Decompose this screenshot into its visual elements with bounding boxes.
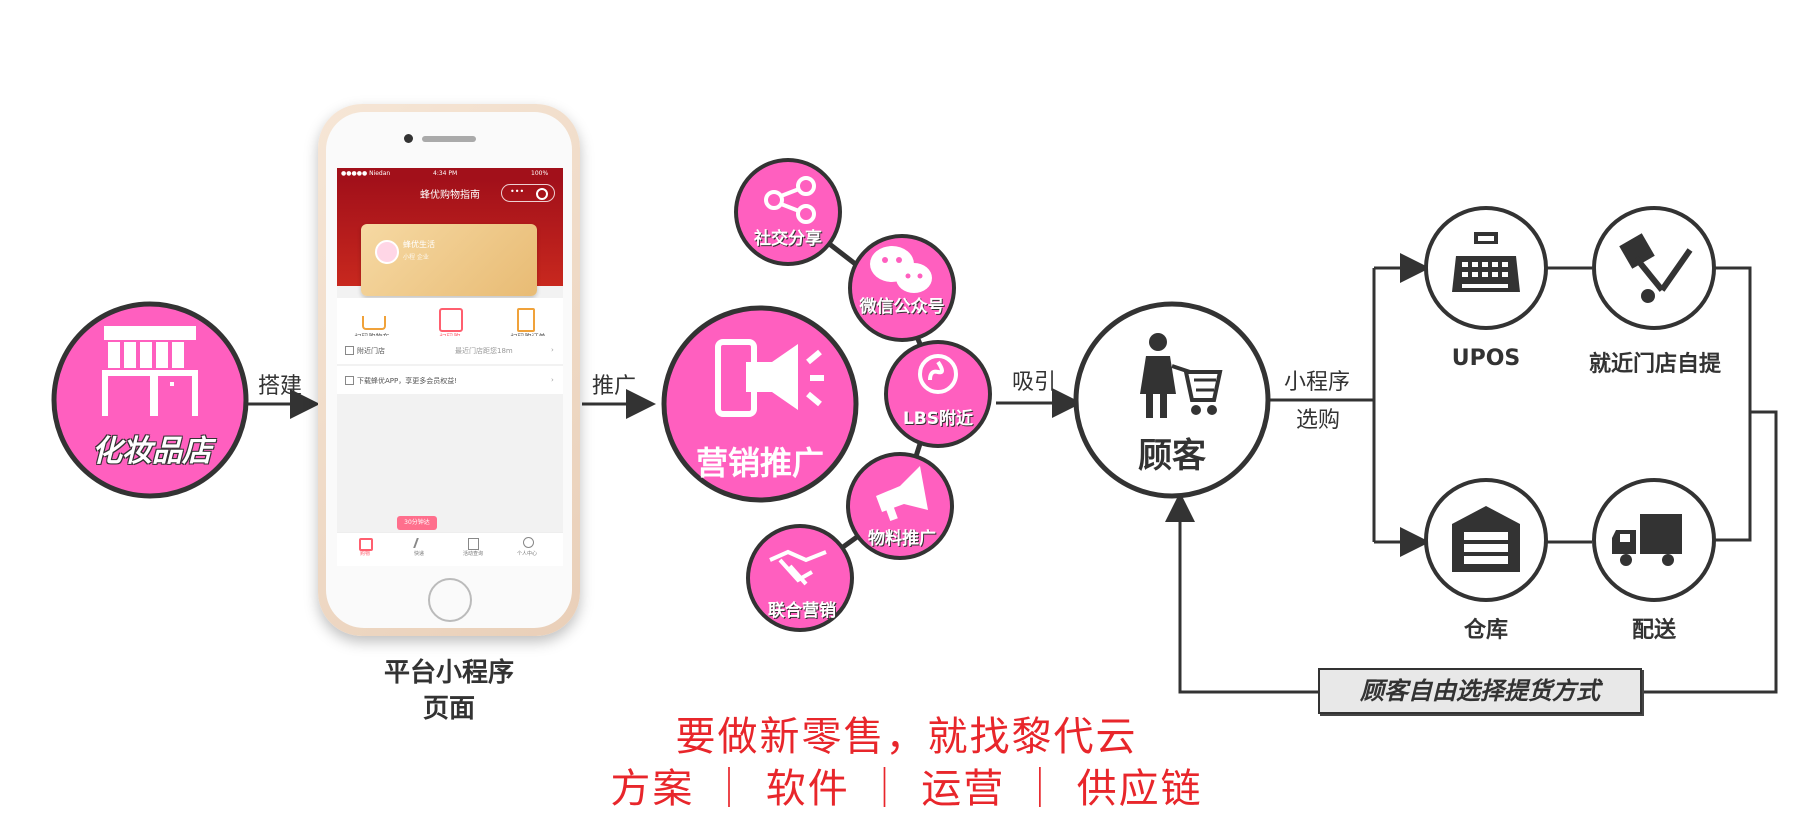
storefront-icon (102, 326, 198, 416)
phone-speaker (422, 136, 476, 142)
node-self-pickup (1592, 206, 1716, 330)
service-list: 方案 ｜ 软件 ｜ 运营 ｜ 供应链 (610, 766, 1203, 812)
cash-register-icon (1452, 232, 1520, 292)
pickup-method-note: 顾客自由选择提货方式 (1318, 668, 1642, 714)
chevron-right-icon: › (551, 376, 554, 384)
delivery-truck-icon (1612, 514, 1682, 566)
phone-caption-line1: 平台小程序 (383, 658, 514, 688)
channel-node-material (846, 452, 954, 560)
channel-label-wechat: 微信公众号 (859, 297, 945, 317)
self-pickup-label: 就近门店自提 (1588, 352, 1721, 377)
channel-label-material: 物料推广 (868, 529, 936, 549)
customer-node (1073, 301, 1271, 499)
edge-label-promote: 推广 (592, 374, 637, 399)
share-icon (764, 176, 816, 224)
cart-icon (362, 316, 386, 330)
phone-caption-line2: 页面 (422, 694, 475, 724)
nearby-store-distance: 最近门店距您18m (455, 347, 513, 355)
capsule-menu-button[interactable]: ••• (501, 184, 555, 202)
handshake-icon (769, 549, 827, 586)
delivery-tip-badge: 30分钟达 (397, 516, 437, 530)
channel-node-share (734, 158, 842, 266)
status-time: 4:34 PM (433, 170, 458, 177)
mini-program-title: 蜂优购物指南 (420, 190, 480, 201)
channel-label-share: 社交分享 (754, 229, 822, 249)
phone-camera (404, 134, 413, 143)
member-card-subtitle: 小程 企业 (403, 254, 429, 261)
download-app-row[interactable]: 下载蜂优APP，享更多会员权益! › (337, 366, 563, 394)
status-bar: ●●●●● Niedan 4:34 PM 100% (337, 168, 563, 180)
store-row-icon (345, 346, 354, 355)
more-icon: ••• (510, 187, 525, 196)
return-loop-line (1165, 410, 1778, 694)
mini-program-icon (918, 354, 958, 394)
delivery-label: 配送 (1631, 618, 1676, 643)
slogan: 要做新零售，就找黎代云 (675, 714, 1138, 760)
edge-label-build: 搭建 (258, 374, 303, 399)
warehouse-icon (1452, 506, 1520, 572)
home-tab-icon (359, 538, 373, 551)
hand-truck-icon (1619, 233, 1693, 303)
megaphone-icon (876, 466, 928, 522)
scan-icon (439, 308, 463, 332)
chevron-right-icon: › (551, 346, 554, 354)
tablet-megaphone-icon (715, 339, 824, 417)
tab-events[interactable]: 活动查询 (462, 551, 483, 557)
tab-express[interactable]: 快递 (413, 551, 424, 557)
channel-node-lbs (884, 340, 992, 448)
channel-node-wechat (848, 234, 956, 342)
wechat-icon (870, 246, 932, 293)
marketing-label: 营销推广 (695, 444, 824, 482)
close-icon (536, 188, 548, 200)
phone-home-button (428, 578, 472, 622)
store-label: 化妆品店 (92, 434, 212, 469)
order-icon (517, 308, 535, 332)
status-battery: 100% (531, 170, 549, 177)
node-upos (1424, 206, 1548, 330)
member-card-title: 蜂优生活 (403, 240, 435, 249)
events-tab-icon (468, 538, 479, 550)
customer-label: 顾客 (1138, 436, 1206, 476)
node-delivery (1592, 478, 1716, 602)
edge-label-miniprogram: 小程序 (1284, 370, 1351, 395)
channel-label-joint: 联合营销 (768, 601, 836, 621)
status-carrier: ●●●●● Niedan (341, 170, 391, 177)
store-node (51, 301, 249, 499)
nearby-store-label: 附近门店 (357, 347, 385, 355)
marketing-node (661, 305, 859, 503)
phone-screen: ●●●●● Niedan 4:34 PM 100% 蜂优购物指南 ••• 蜂优生… (337, 168, 563, 566)
channel-label-lbs: LBS附近 (902, 409, 974, 429)
tab-home[interactable]: 购物 (359, 551, 370, 557)
shopping-cart-person-icon (1140, 333, 1223, 418)
app-row-icon (345, 376, 354, 385)
edge-label-attract: 吸引 (1012, 370, 1057, 395)
right-bracket-line (1714, 266, 1752, 542)
edge-label-purchase: 选购 (1296, 408, 1341, 433)
nearby-store-row[interactable]: 附近门店 最近门店距您18m › (337, 336, 563, 364)
profile-tab-icon (523, 537, 534, 548)
node-warehouse (1424, 478, 1548, 602)
warehouse-label: 仓库 (1463, 618, 1508, 643)
download-app-label: 下载蜂优APP，享更多会员权益! (357, 377, 458, 385)
tab-profile[interactable]: 个人中心 (516, 551, 537, 557)
upos-label: UPOS (1451, 346, 1521, 371)
avatar (375, 240, 399, 264)
channel-node-joint (746, 524, 854, 632)
